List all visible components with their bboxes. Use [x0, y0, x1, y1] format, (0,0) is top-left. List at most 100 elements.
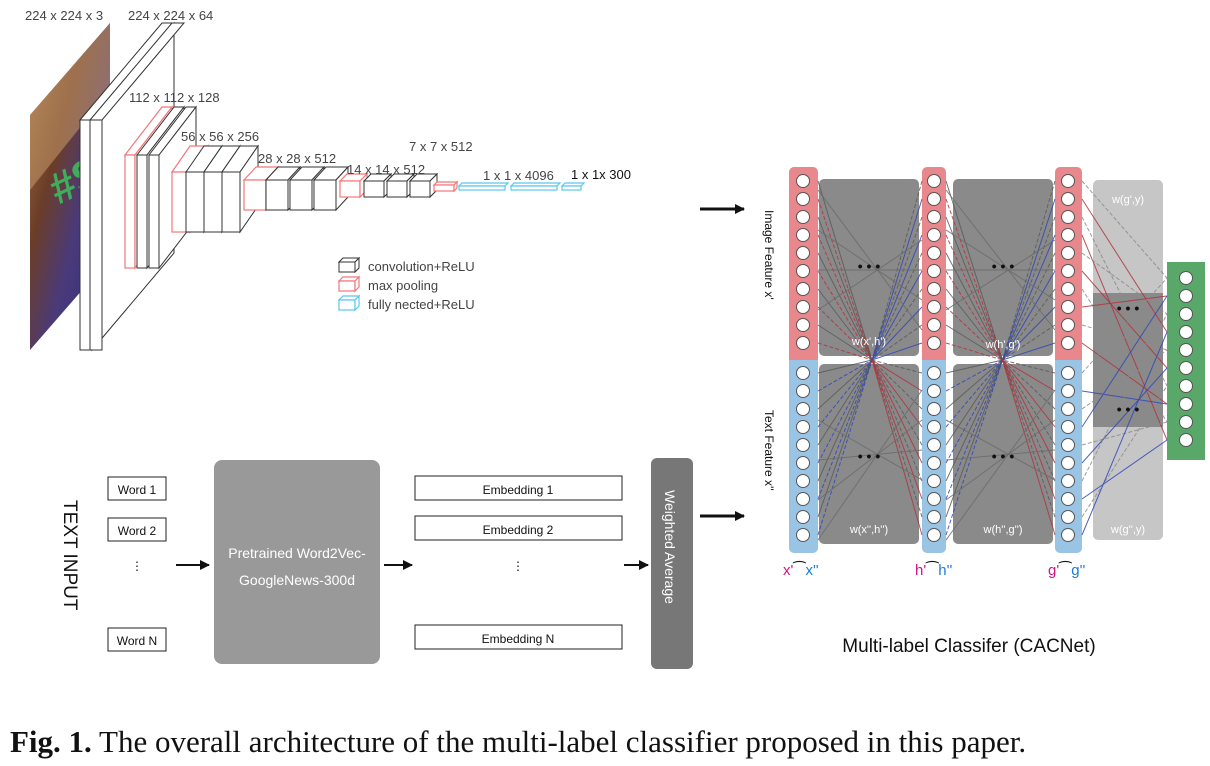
connection-line [871, 324, 923, 361]
neuron-image [1061, 300, 1075, 314]
neuron-text [927, 438, 941, 452]
connection-line [871, 359, 923, 482]
legend-pool-swatch [337, 275, 361, 293]
connection-line [817, 234, 873, 361]
connection-line [817, 324, 873, 361]
dim-label-4: 28 x 28 x 512 [258, 151, 336, 166]
neuron-text [1061, 528, 1075, 542]
neuron-text [796, 456, 810, 470]
dim-label-3: 56 x 56 x 256 [181, 129, 259, 144]
neuron-image [927, 210, 941, 224]
connection-line [871, 270, 923, 361]
embedding-ellipsis: ⋮ [512, 559, 524, 573]
connection-line [945, 449, 1056, 461]
connection-line [945, 252, 1003, 361]
connection-line [1002, 359, 1056, 446]
connection-line [1002, 306, 1056, 361]
connection-line [817, 359, 873, 518]
neuron-image [1061, 174, 1075, 188]
neuron-output [1179, 415, 1193, 429]
connection-line [945, 419, 1056, 481]
dim-label-6: 7 x 7 x 512 [409, 139, 473, 154]
connection-line [945, 359, 1003, 428]
classifier: • • • • • • • • • • • • • • • • • • w(x'… [762, 167, 1205, 657]
weight-panel-hg-top [953, 179, 1053, 356]
connection-line [1002, 342, 1056, 361]
neuron-image [927, 336, 941, 350]
connection-line [817, 449, 923, 461]
dim-label-5: 14 x 14 x 512 [347, 162, 425, 177]
word2vec-label-line2: GoogleNews-300d [239, 572, 355, 588]
connection-line [1081, 385, 1168, 518]
connection-lines [817, 180, 1168, 541]
connection-line [871, 234, 923, 361]
connection-line [945, 288, 1003, 361]
figure-caption-label: Fig. 1. [10, 724, 92, 759]
connection-line [1002, 252, 1056, 361]
neuron-text [1061, 420, 1075, 434]
cnn-branch: #S [25, 8, 631, 352]
connection-line [1002, 234, 1056, 361]
connection-line [871, 216, 923, 361]
neuron-image [796, 282, 810, 296]
weighted-average-box [651, 458, 693, 669]
connection-line [817, 252, 873, 361]
neuron-image [1061, 282, 1075, 296]
connection-line [817, 359, 873, 536]
neuron-image [1061, 228, 1075, 242]
neuron-text [927, 384, 941, 398]
connection-line [817, 270, 873, 361]
connection-line [945, 342, 1003, 361]
connection-line [1081, 216, 1168, 387]
neuron-image [796, 336, 810, 350]
ellipsis-gy-bottom: • • • [1117, 401, 1140, 417]
neuron-text [1061, 474, 1075, 488]
dim-label-0: 224 x 224 x 3 [25, 8, 103, 23]
connection-line [871, 359, 923, 536]
connection-line [945, 359, 1003, 500]
text-feature-label: Text Feature x'' [762, 410, 776, 491]
neuron-text [1061, 366, 1075, 380]
neuron-text [796, 510, 810, 524]
connection-line [817, 419, 923, 481]
connection-line [817, 216, 873, 361]
neuron-text [796, 366, 810, 380]
ellipsis-xh-bottom: • • • [858, 448, 881, 464]
weight-label-xh-bottom: w(x'',h'') [849, 524, 888, 536]
embedding-label-n: Embedding N [482, 632, 555, 646]
figure-caption: Fig. 1. The overall architecture of the … [10, 724, 1205, 760]
pool-block-5 [432, 180, 459, 193]
connection-line [871, 359, 923, 500]
connection-line [945, 419, 1056, 501]
connection-line [1002, 359, 1056, 374]
connection-line [817, 359, 873, 500]
connection-line [945, 359, 1003, 374]
connection-line [1002, 270, 1056, 361]
neuron-image [927, 318, 941, 332]
connection-line [1081, 295, 1168, 308]
connection-line [871, 342, 923, 361]
word-box-2 [107, 517, 167, 542]
connection-line [817, 198, 873, 361]
word2vec-box [214, 460, 380, 664]
connection-line [817, 359, 873, 374]
ellipsis-hg-bottom: • • • [992, 448, 1015, 464]
connection-line [1081, 313, 1168, 482]
neuron-text [927, 528, 941, 542]
neuron-columns [796, 174, 1193, 542]
neuron-image [927, 174, 941, 188]
connection-line [1081, 349, 1168, 410]
connection-line [945, 389, 1056, 541]
connection-line [1002, 359, 1056, 518]
neuron-output [1179, 325, 1193, 339]
neuron-text [927, 492, 941, 506]
connection-line [945, 359, 1003, 518]
connection-line [1081, 324, 1168, 351]
connection-line [817, 359, 873, 446]
neuron-image [1061, 318, 1075, 332]
connection-line [817, 229, 923, 301]
connection-line [817, 359, 873, 392]
neuron-output [1179, 379, 1193, 393]
connection-line [1002, 324, 1056, 361]
weight-label-xh-top: w(x',h') [851, 336, 886, 348]
